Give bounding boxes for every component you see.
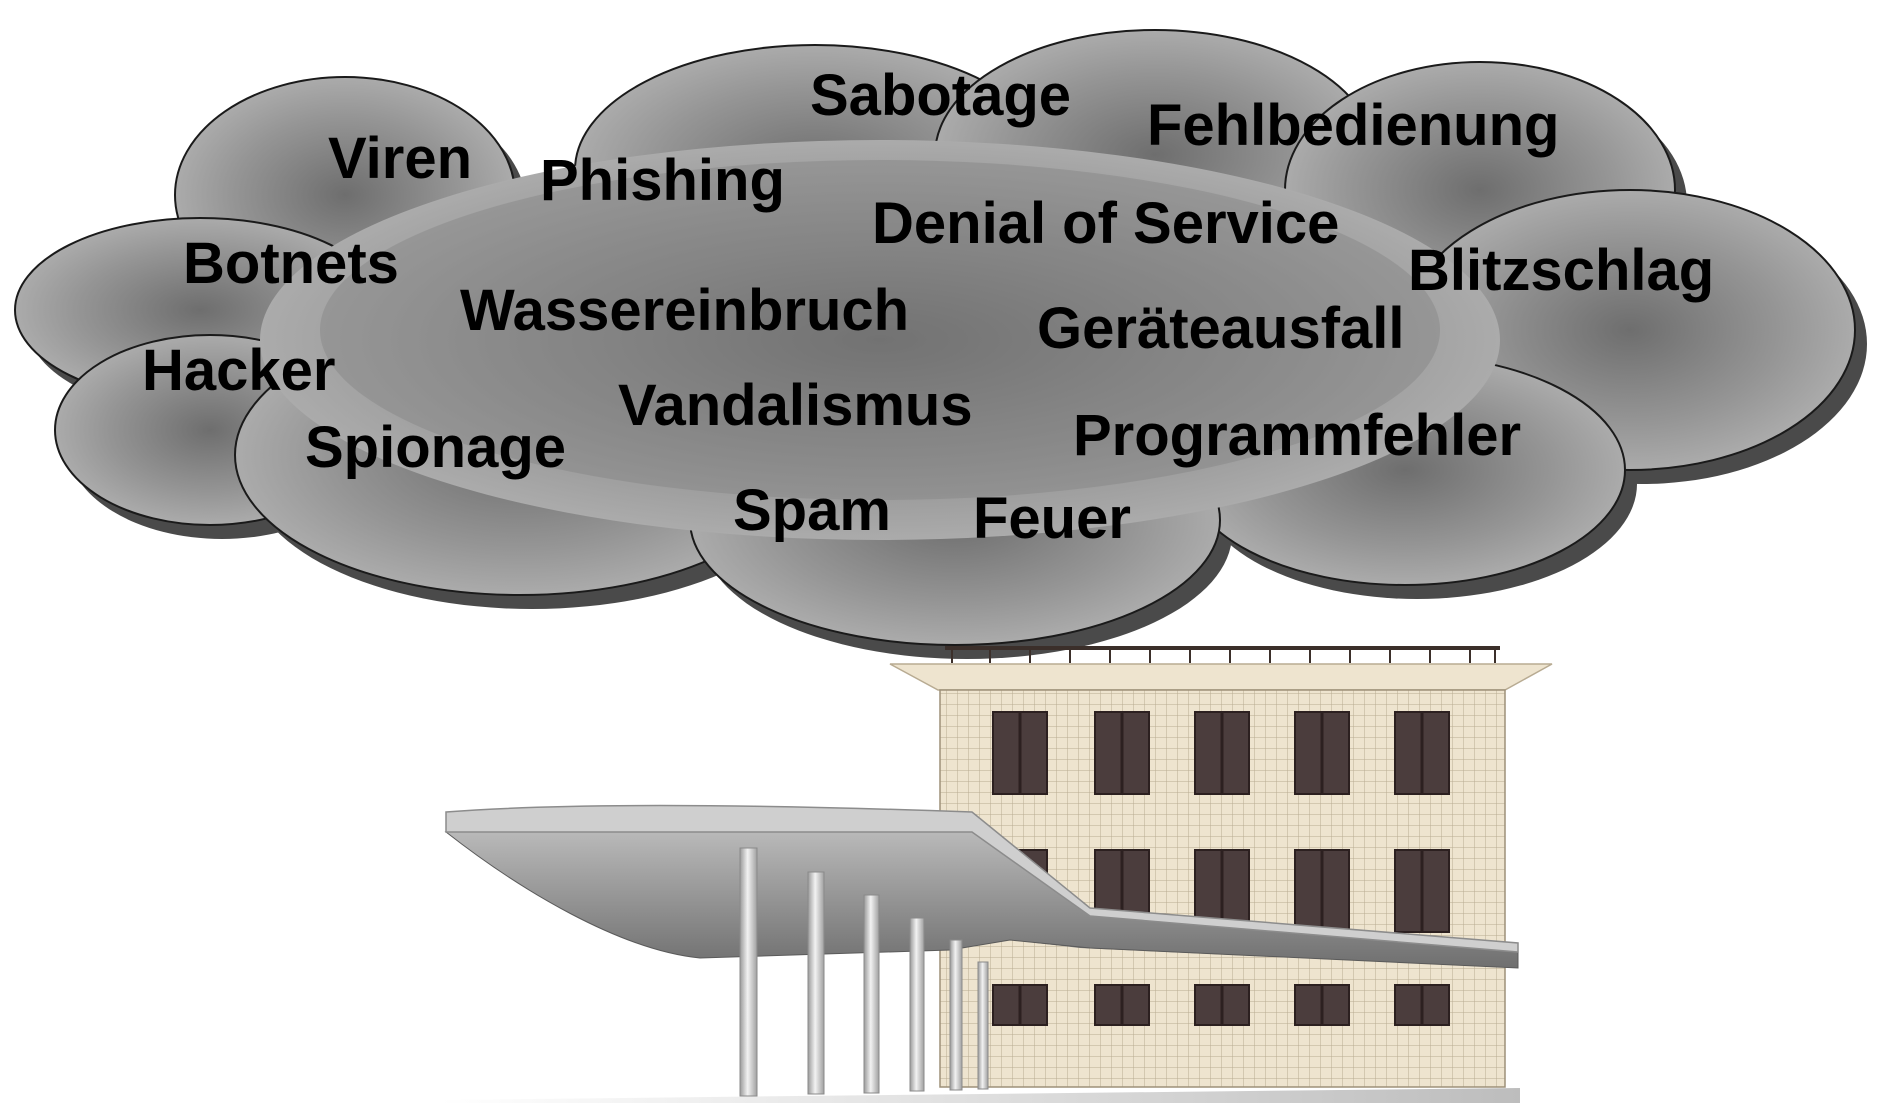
threat-geraeteausfall: Geräteausfall xyxy=(1037,296,1405,361)
office-building-icon xyxy=(440,646,1553,1103)
threat-fehlbedienung: Fehlbedienung xyxy=(1147,93,1559,158)
threat-programmfehler: Programmfehler xyxy=(1073,403,1521,468)
threat-viren: Viren xyxy=(328,126,472,191)
threat-feuer: Feuer xyxy=(973,486,1131,551)
threat-spam: Spam xyxy=(733,478,891,543)
threat-vandalismus: Vandalismus xyxy=(618,373,973,438)
threat-hacker: Hacker xyxy=(142,338,335,403)
threat-words: Sabotage Fehlbedienung Viren Phishing De… xyxy=(142,63,1714,551)
threat-botnets: Botnets xyxy=(183,231,399,296)
threat-spionage: Spionage xyxy=(305,415,566,480)
threat-phishing: Phishing xyxy=(540,148,785,213)
threat-wassereinbruch: Wassereinbruch xyxy=(460,278,909,343)
threat-denial-of-service: Denial of Service xyxy=(872,191,1339,256)
threat-blitzschlag: Blitzschlag xyxy=(1408,238,1714,303)
threat-cloud-icon xyxy=(14,29,1867,659)
threat-sabotage: Sabotage xyxy=(810,63,1071,128)
